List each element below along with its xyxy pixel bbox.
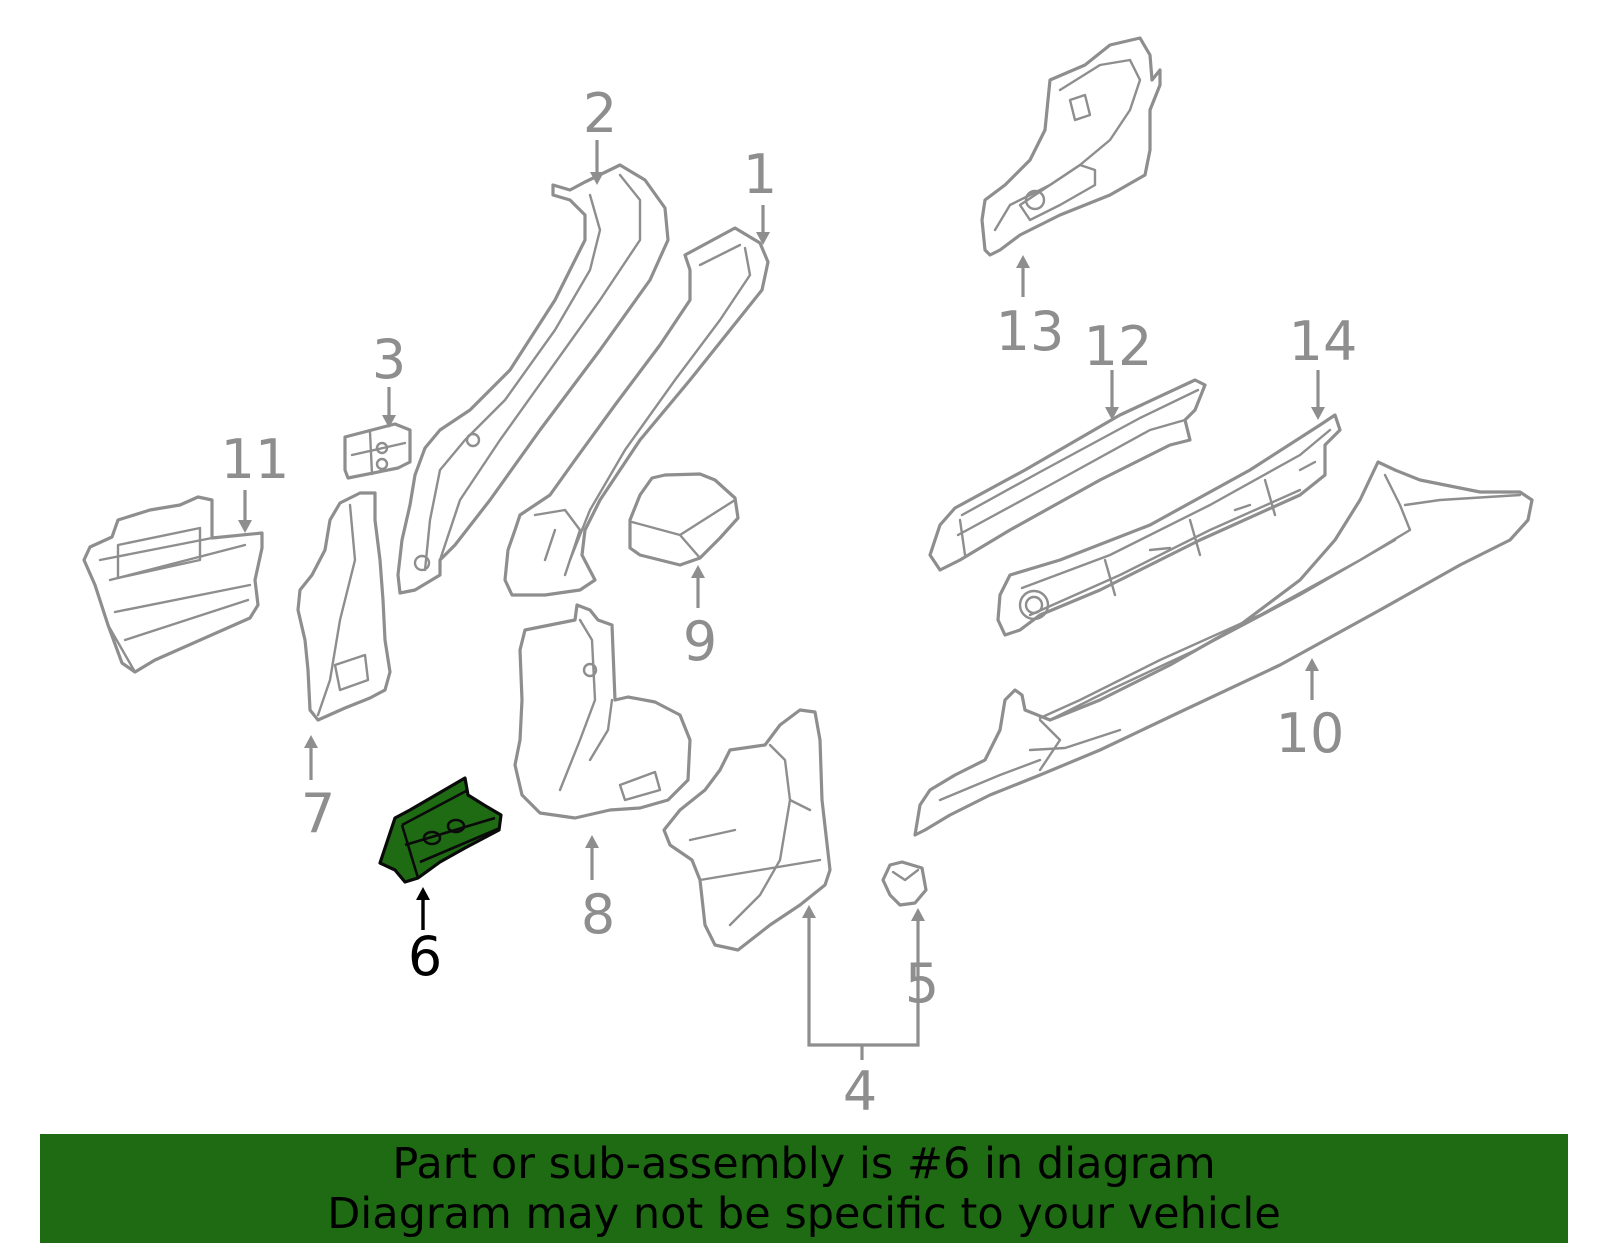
callout-labels: 2 1 3 11 7 8 9 13 12 14 10 5 4 6: [221, 82, 1358, 1123]
callout-4: 4: [843, 1060, 877, 1123]
banner-line-disclaimer: Diagram may not be specific to your vehi…: [327, 1188, 1281, 1239]
callout-arrow-6: [416, 887, 430, 930]
part-11: [82, 495, 264, 674]
callout-11: 11: [221, 428, 290, 491]
info-banner: Part or sub-assembly is #6 in diagram Di…: [40, 1134, 1568, 1243]
part-2: [396, 163, 670, 595]
part-5: [881, 860, 928, 907]
callout-14: 14: [1289, 310, 1358, 373]
callout-8: 8: [581, 883, 615, 946]
part-1: [503, 226, 770, 597]
part-7: [296, 491, 392, 722]
part-10: [913, 460, 1534, 837]
part-4: [662, 708, 832, 952]
part-3: [343, 422, 412, 480]
banner-line-part: Part or sub-assembly is #6 in diagram: [392, 1138, 1216, 1189]
part-6-highlighted: [378, 776, 503, 884]
part-8: [513, 603, 692, 820]
callout-6: 6: [408, 925, 442, 988]
callout-12: 12: [1084, 315, 1153, 378]
part-9: [628, 472, 740, 567]
callout-13: 13: [996, 300, 1065, 363]
callout-7: 7: [301, 782, 335, 845]
callout-9: 9: [683, 610, 717, 673]
callout-arrows: [238, 140, 1325, 1060]
callout-5: 5: [905, 952, 939, 1015]
callout-3: 3: [372, 328, 406, 391]
callout-2: 2: [583, 82, 617, 145]
callout-10: 10: [1276, 702, 1345, 765]
part-12: [928, 378, 1207, 572]
callout-1: 1: [743, 143, 777, 206]
part-13: [980, 36, 1162, 257]
part-14: [996, 413, 1342, 637]
